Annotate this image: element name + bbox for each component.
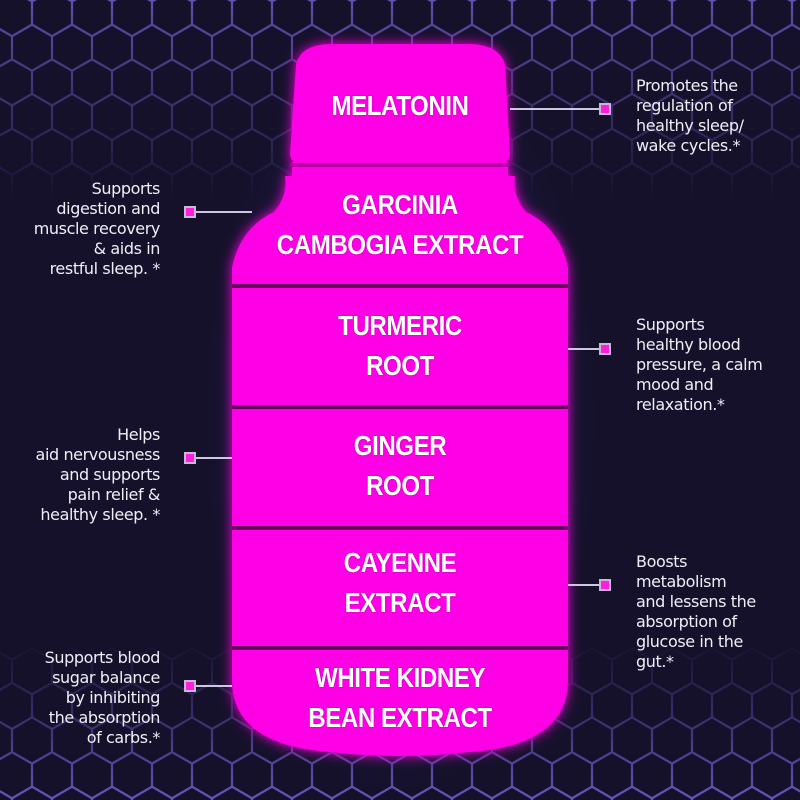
ingredient-name-line: TURMERIC (338, 310, 462, 341)
ingredient-name-line: CAYENNE (343, 547, 457, 578)
bullet-marker-icon (184, 680, 196, 692)
benefit-line: Promotes the (636, 76, 738, 95)
ingredient-name-line: BEAN EXTRACT (308, 702, 492, 733)
bullet-marker-icon (599, 343, 611, 355)
benefit-line: and lessens the (636, 592, 756, 611)
ingredient-label-garcinia: GARCINIA CAMBOGIA EXTRACT (256, 185, 545, 265)
connector-line-garcinia (196, 211, 252, 213)
ingredient-name-line: GARCINIA (342, 189, 458, 220)
ingredient-name-line: GINGER (353, 430, 447, 461)
bottle-body (232, 176, 568, 756)
ingredient-label-white-kidney-bean: WHITE KIDNEY BEAN EXTRACT (256, 658, 545, 738)
benefit-line: Helps (117, 425, 160, 444)
ingredient-name-line: CAMBOGIA EXTRACT (276, 229, 524, 260)
benefit-line: Supports (636, 315, 705, 334)
bottle-cap (290, 44, 510, 165)
ingredient-name-line: ROOT (366, 350, 434, 381)
benefit-line: metabolism (636, 572, 727, 591)
benefit-line: & aids in (93, 239, 161, 258)
benefit-line: by inhibiting (65, 688, 161, 707)
benefit-line: healthy sleep/ (636, 116, 744, 135)
benefit-line: and supports (59, 465, 161, 484)
benefit-text-cayenne: Boosts metabolism and lessens the absorp… (636, 552, 756, 672)
ingredient-name-line: WHITE KIDNEY (314, 662, 486, 693)
benefit-line: healthy sleep. * (40, 505, 160, 524)
ingredient-name-line: ROOT (366, 470, 434, 501)
benefit-line: Supports blood (44, 648, 161, 667)
benefit-line: relaxation.* (636, 395, 725, 414)
benefit-text-white-kidney-bean: Supports blood sugar balance by inhibiti… (44, 648, 161, 748)
benefit-line: absorption of (636, 612, 737, 631)
benefit-line: healthy blood (636, 335, 741, 354)
connector-line-melatonin (510, 108, 600, 110)
benefit-line: pressure, a calm (636, 355, 763, 374)
ingredient-label-melatonin: MELATONIN (305, 86, 494, 126)
benefit-line: wake cycles.* (636, 136, 741, 155)
connector-line-turmeric (568, 348, 600, 350)
bullet-marker-icon (184, 452, 196, 464)
benefit-text-melatonin: Promotes the regulation of healthy sleep… (636, 76, 744, 156)
connector-line-cayenne (568, 584, 600, 586)
benefit-line: aid nervousness (35, 445, 161, 464)
benefit-line: digestion and (56, 199, 160, 218)
benefit-text-ginger: Helps aid nervousness and supports pain … (35, 425, 161, 525)
benefit-line: the absorption (48, 708, 161, 727)
benefit-line: Supports (91, 179, 161, 198)
benefit-line: mood and (636, 375, 714, 394)
benefit-line: pain relief & (67, 485, 161, 504)
benefit-line: regulation of (636, 96, 733, 115)
bullet-marker-icon (599, 103, 611, 115)
connector-line-ginger (196, 457, 232, 459)
bullet-marker-icon (184, 206, 196, 218)
ingredient-label-ginger: GINGER ROOT (256, 426, 545, 506)
benefit-line: of carbs.* (86, 728, 161, 747)
benefit-line: sugar balance (52, 668, 160, 687)
benefit-line: glucose in the (636, 632, 743, 651)
ingredient-name-line: EXTRACT (344, 587, 456, 618)
benefit-text-garcinia: Supports digestion and muscle recovery &… (33, 179, 161, 279)
benefit-line: muscle recovery (33, 219, 161, 238)
ingredient-label-cayenne: CAYENNE EXTRACT (256, 543, 545, 623)
benefit-text-turmeric: Supports healthy blood pressure, a calm … (636, 315, 763, 415)
ingredient-name-line: MELATONIN (331, 90, 469, 121)
bullet-marker-icon (599, 579, 611, 591)
benefit-line: Boosts (636, 552, 688, 571)
ingredient-label-turmeric: TURMERIC ROOT (256, 306, 545, 386)
benefit-line: restful sleep. * (49, 259, 161, 278)
benefit-line: gut.* (636, 652, 674, 671)
connector-line-white-kidney-bean (196, 685, 232, 687)
